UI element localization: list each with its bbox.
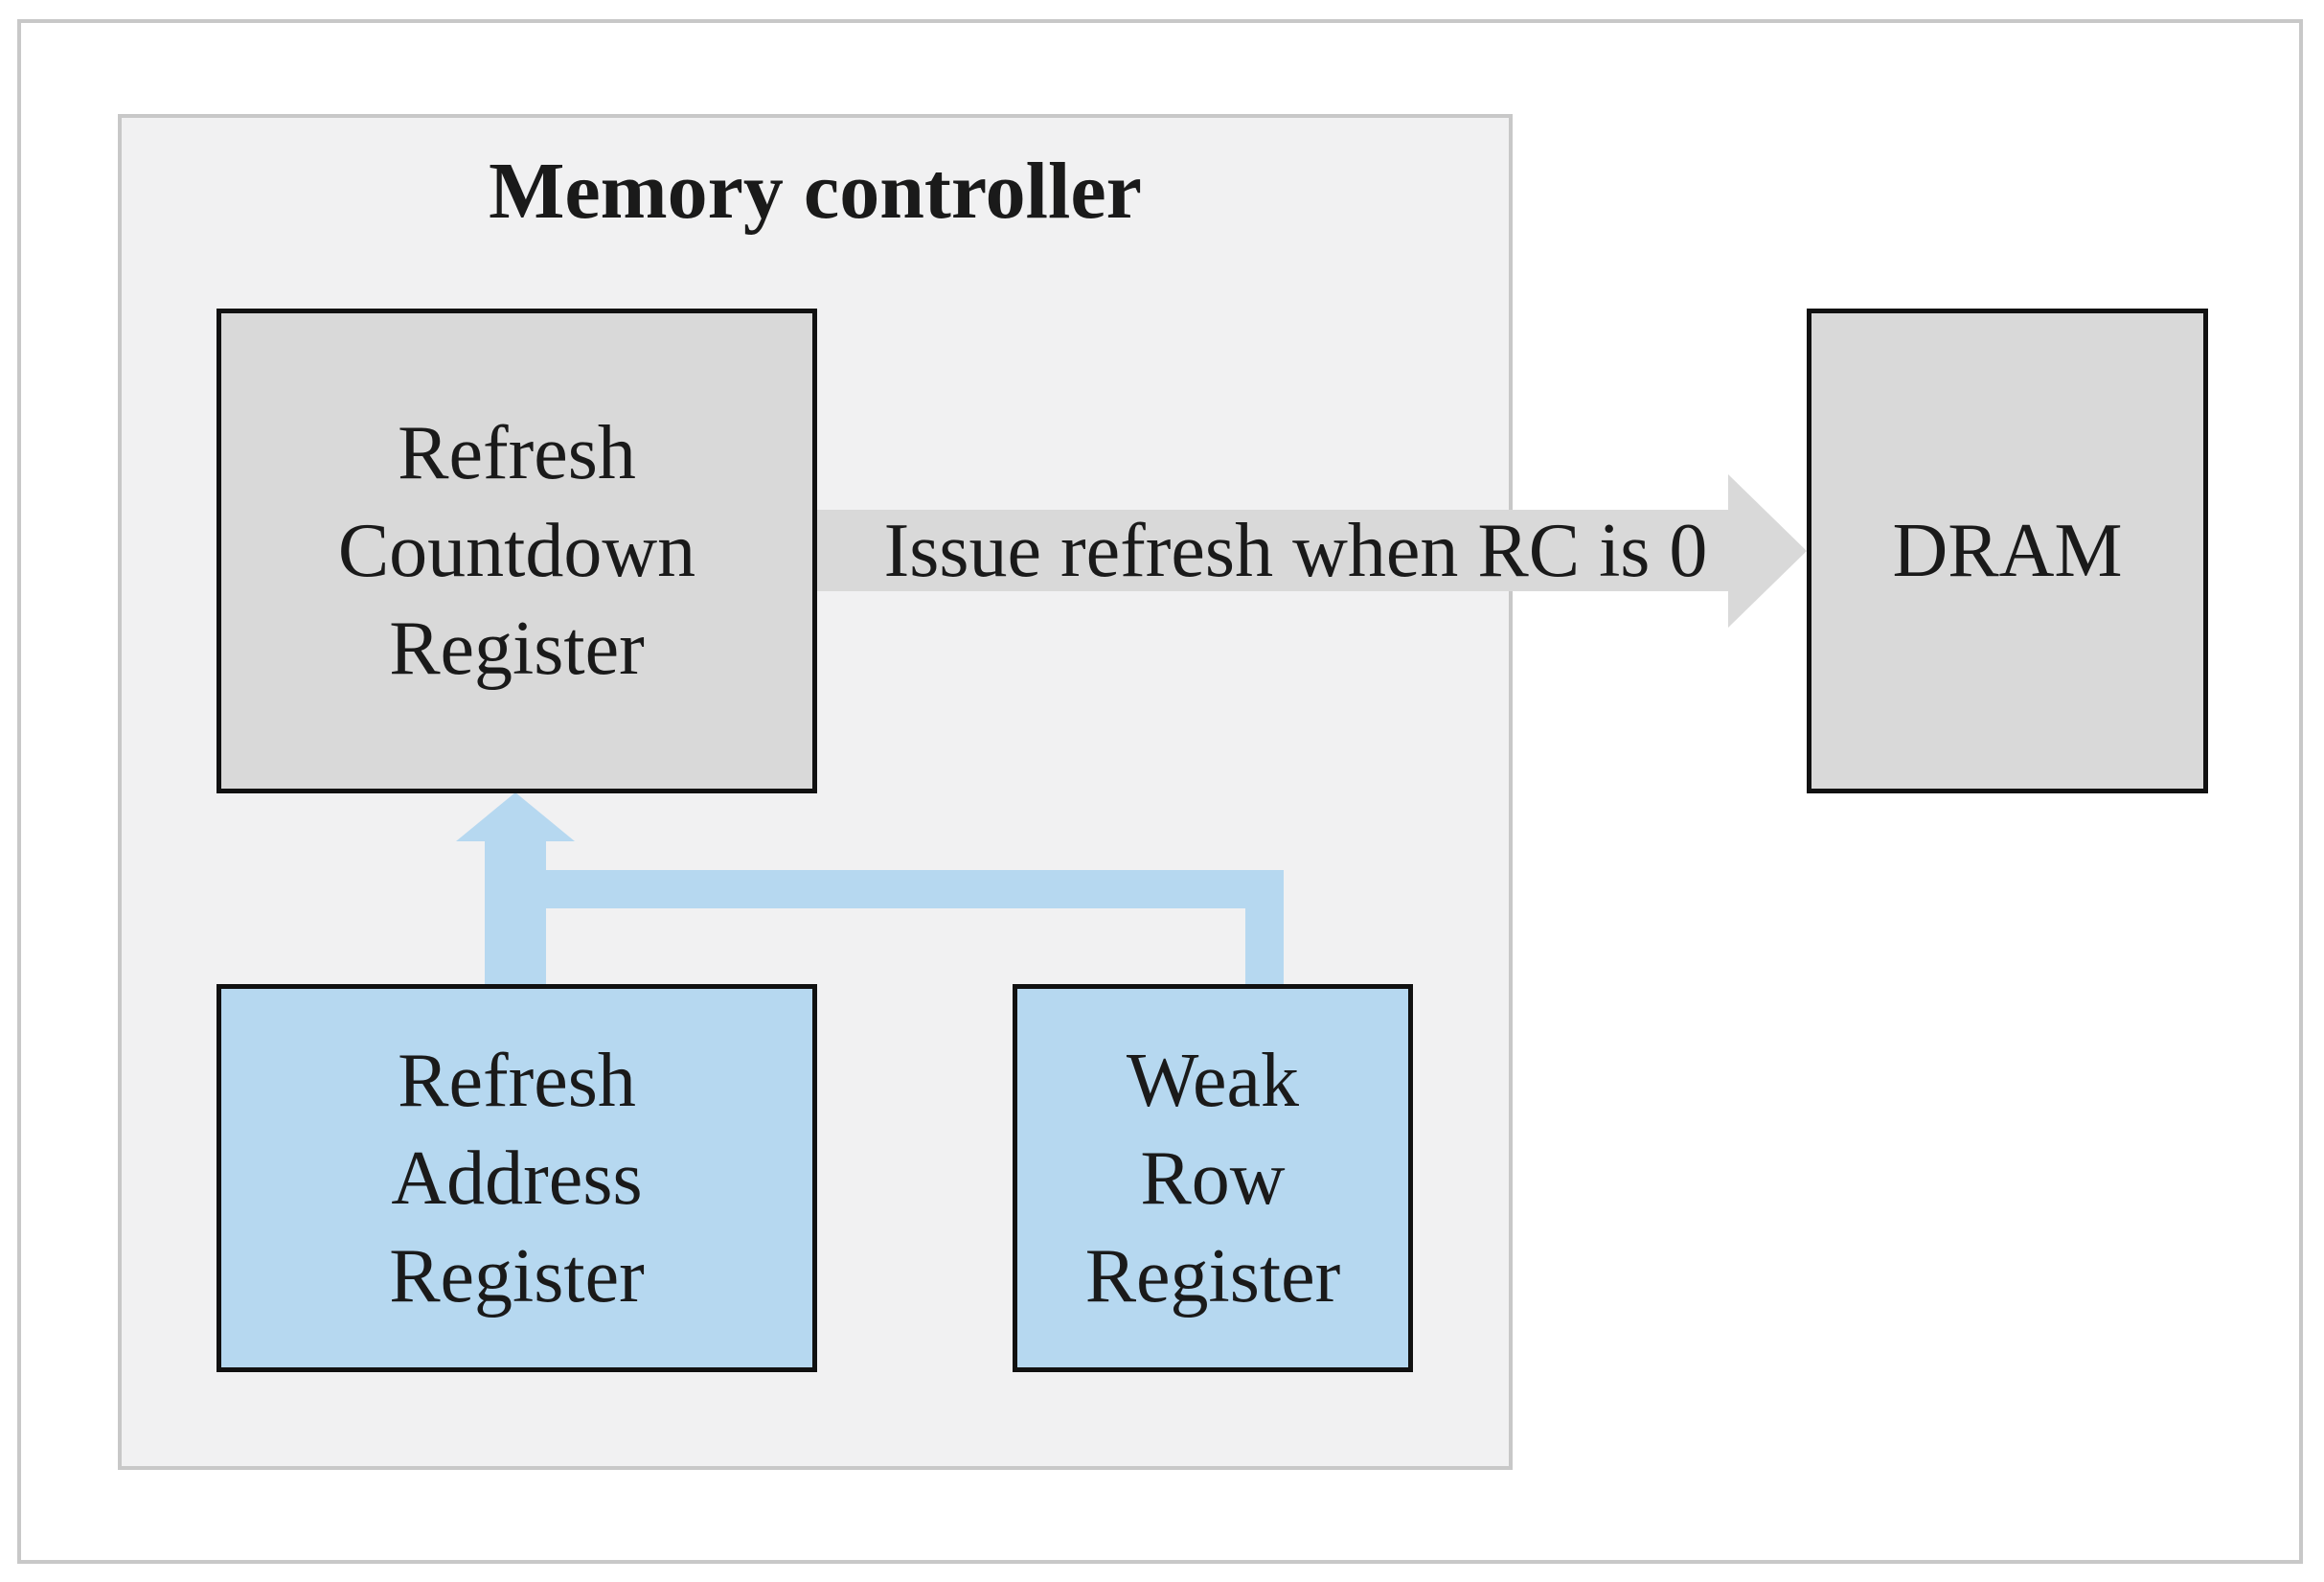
memory-controller-title: Memory controller (489, 147, 1142, 236)
refresh-address-connector (485, 837, 546, 986)
horizontal-connector (546, 870, 1284, 908)
dram-box: DRAM (1807, 309, 2208, 793)
refresh-address-line-2: Address (391, 1135, 643, 1221)
weak-row-line-3: Register (1084, 1233, 1341, 1318)
refresh-countdown-register-box: Refresh Countdown Register (216, 309, 817, 793)
weak-row-register-box: Weak Row Register (1013, 984, 1413, 1372)
refresh-address-line-1: Refresh (398, 1038, 636, 1123)
dram-label: DRAM (1892, 509, 2123, 593)
up-arrowhead (456, 792, 575, 841)
refresh-address-register-box: Refresh Address Register (216, 984, 817, 1372)
refresh-countdown-line-3: Register (389, 607, 645, 691)
issue-refresh-arrow (815, 474, 1807, 628)
refresh-countdown-line-2: Countdown (337, 509, 696, 593)
issue-refresh-label: Issue refresh when RC is 0 (883, 509, 1708, 593)
refresh-address-line-3: Register (389, 1233, 645, 1318)
weak-row-line-2: Row (1140, 1135, 1286, 1221)
weak-row-line-1: Weak (1126, 1038, 1300, 1123)
refresh-countdown-line-1: Refresh (398, 411, 636, 495)
